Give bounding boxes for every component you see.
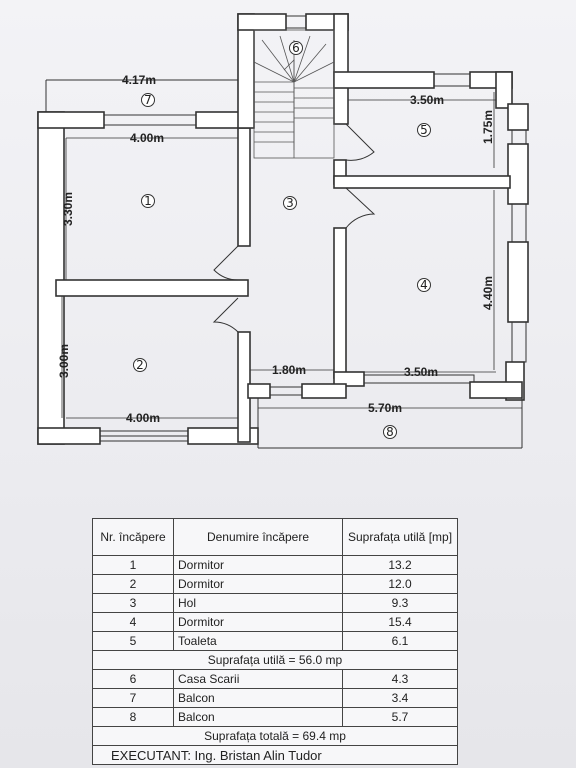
room-marker-7: 7 bbox=[141, 93, 155, 107]
cell-area: 5.7 bbox=[342, 707, 458, 727]
cell-area: 13.2 bbox=[342, 555, 458, 575]
dim-toilet-height: 1.75m bbox=[481, 110, 495, 144]
executant: EXECUTANT: Ing. Bristan Alin Tudor bbox=[92, 745, 458, 765]
svg-text:3: 3 bbox=[286, 196, 294, 210]
dim-bedroom2-height: 3.00m bbox=[57, 344, 71, 378]
total-area: Suprafața totală = 69.4 mp bbox=[92, 726, 458, 746]
cell-nr: 4 bbox=[92, 612, 174, 632]
cell-name: Dormitor bbox=[173, 612, 343, 632]
cell-nr: 1 bbox=[92, 555, 174, 575]
walls bbox=[37, 13, 529, 449]
svg-text:1: 1 bbox=[144, 194, 152, 208]
header-name: Denumire încăpere bbox=[173, 518, 343, 556]
cell-nr: 2 bbox=[92, 574, 174, 594]
cell-area: 15.4 bbox=[342, 612, 458, 632]
cell-name: Dormitor bbox=[173, 574, 343, 594]
dim-toilet-width: 3.50m bbox=[410, 93, 444, 107]
cell-name: Balcon bbox=[173, 688, 343, 708]
cell-nr: 8 bbox=[92, 707, 174, 727]
svg-text:8: 8 bbox=[386, 425, 394, 439]
svg-text:2: 2 bbox=[136, 358, 144, 372]
doors bbox=[212, 123, 376, 333]
cell-area: 6.1 bbox=[342, 631, 458, 651]
dim-bedroom4-height: 4.40m bbox=[481, 276, 495, 310]
cell-name: Toaleta bbox=[173, 631, 343, 651]
cell-nr: 6 bbox=[92, 669, 174, 689]
useful-total-row: Suprafața utilă = 56.0 mp bbox=[92, 650, 458, 670]
room-marker-5: 5 bbox=[417, 123, 431, 137]
useful-total: Suprafața utilă = 56.0 mp bbox=[92, 650, 458, 670]
room-marker-2: 2 bbox=[133, 358, 147, 372]
svg-text:5: 5 bbox=[420, 123, 428, 137]
cell-name: Casa Scarii bbox=[173, 669, 343, 689]
staircase bbox=[253, 29, 335, 159]
executant-row: EXECUTANT: Ing. Bristan Alin Tudor bbox=[92, 745, 458, 765]
dim-balcony-bottom: 5.70m bbox=[368, 401, 402, 415]
svg-text:6: 6 bbox=[292, 41, 300, 55]
dim-bedroom2-width: 4.00m bbox=[126, 411, 160, 425]
table-header-row: Nr. încăpere Denumire încăpere Suprafața… bbox=[92, 518, 458, 556]
cell-area: 4.3 bbox=[342, 669, 458, 689]
cell-nr: 5 bbox=[92, 631, 174, 651]
header-nr: Nr. încăpere bbox=[92, 518, 174, 556]
dim-bedroom4-width: 3.50m bbox=[404, 365, 438, 379]
cell-area: 9.3 bbox=[342, 593, 458, 613]
dimension-lines bbox=[46, 79, 522, 419]
dim-bedroom1-width: 4.00m bbox=[130, 131, 164, 145]
cell-area: 3.4 bbox=[342, 688, 458, 708]
total-row: Suprafața totală = 69.4 mp bbox=[92, 726, 458, 746]
dim-bedroom1-height: 3.30m bbox=[61, 192, 75, 226]
svg-text:7: 7 bbox=[144, 93, 152, 107]
room-marker-8: 8 bbox=[383, 425, 397, 439]
dim-balcony-top: 4.17m bbox=[122, 73, 156, 87]
dim-hall-bottom: 1.80m bbox=[272, 363, 306, 377]
room-marker-1: 1 bbox=[141, 194, 155, 208]
floor-plan: 4.17m 4.00m 3.30m 3.00m 4.00m 3.50m 1.75… bbox=[37, 13, 529, 449]
header-area: Suprafața utilă [mp] bbox=[342, 518, 458, 556]
cell-name: Hol bbox=[173, 593, 343, 613]
room-marker-6: 6 bbox=[289, 41, 303, 55]
room-area-table: Nr. încăpere Denumire încăpere Suprafața… bbox=[92, 518, 458, 765]
room-marker-4: 4 bbox=[417, 278, 431, 292]
cell-area: 12.0 bbox=[342, 574, 458, 594]
cell-nr: 7 bbox=[92, 688, 174, 708]
cell-nr: 3 bbox=[92, 593, 174, 613]
cell-name: Balcon bbox=[173, 707, 343, 727]
svg-text:4: 4 bbox=[420, 278, 428, 292]
room-marker-3: 3 bbox=[283, 196, 297, 210]
cell-name: Dormitor bbox=[173, 555, 343, 575]
